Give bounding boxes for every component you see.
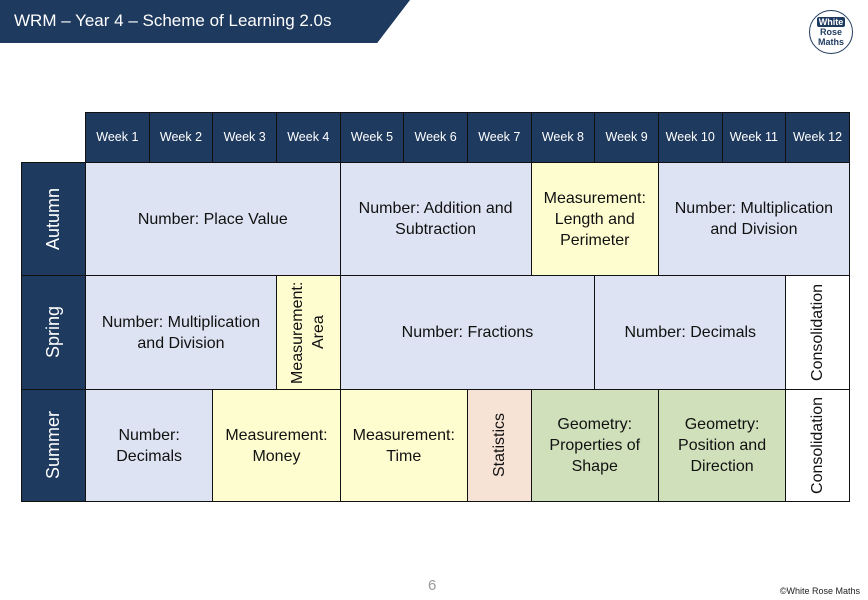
week-header: Week 2 <box>148 112 214 163</box>
block-properties-of-shape: Geometry: Properties of Shape <box>530 389 659 502</box>
term-spring: Spring <box>21 275 86 390</box>
white-rose-maths-logo: White Rose Maths <box>809 10 853 54</box>
block-label: Statistics <box>490 413 508 478</box>
block-multiplication-division: Number: Multiplication and Division <box>657 162 850 276</box>
block-addition-subtraction: Number: Addition and Subtraction <box>339 162 532 276</box>
block-label: Consolidation <box>809 397 827 494</box>
week-header: Week 12 <box>785 112 850 163</box>
block-label: Consolidation <box>809 284 827 381</box>
block-place-value: Number: Place Value <box>85 162 341 276</box>
block-multiplication-division: Number: Multiplication and Division <box>85 275 277 390</box>
week-header: Week 8 <box>530 112 596 163</box>
week-header: Week 6 <box>403 112 468 163</box>
logo-text: Rose <box>819 27 842 37</box>
term-label: Spring <box>43 306 63 359</box>
term-summer: Summer <box>21 389 86 502</box>
block-area: Measurement: Area <box>275 275 341 390</box>
week-header: Week 4 <box>275 112 341 163</box>
week-header: Week 1 <box>85 112 150 163</box>
week-header: Week 7 <box>466 112 532 163</box>
block-fractions: Number: Fractions <box>339 275 596 390</box>
week-header: Week 10 <box>657 112 723 163</box>
term-label: Summer <box>43 411 63 480</box>
corner-blank <box>21 112 85 162</box>
title-banner: WRM – Year 4 – Scheme of Learning 2.0s <box>0 0 410 43</box>
block-consolidation: Consolidation <box>785 275 850 390</box>
block-statistics: Statistics <box>466 389 532 502</box>
logo-text: Maths <box>817 37 844 47</box>
block-decimals: Number: Decimals <box>594 275 787 390</box>
page-number: 6 <box>428 577 437 594</box>
week-header: Week 9 <box>594 112 659 163</box>
page-title: WRM – Year 4 – Scheme of Learning 2.0s <box>14 11 332 30</box>
block-length-perimeter: Measurement: Length and Perimeter <box>530 162 659 276</box>
block-label: Measurement: Area <box>289 281 328 384</box>
block-time: Measurement: Time <box>339 389 468 502</box>
block-decimals: Number: Decimals <box>85 389 214 502</box>
week-header: Week 5 <box>339 112 405 163</box>
term-label: Autumn <box>43 187 63 251</box>
scheme-table: Week 1 Week 2 Week 3 Week 4 Week 5 Week … <box>21 112 850 502</box>
logo-text: White <box>816 17 846 27</box>
week-header: Week 3 <box>212 112 277 163</box>
block-money: Measurement: Money <box>212 389 341 502</box>
copyright: ©White Rose Maths <box>779 586 860 596</box>
block-consolidation: Consolidation <box>785 389 850 502</box>
term-autumn: Autumn <box>21 162 86 276</box>
week-header: Week 11 <box>721 112 787 163</box>
block-position-direction: Geometry: Position and Direction <box>657 389 787 502</box>
